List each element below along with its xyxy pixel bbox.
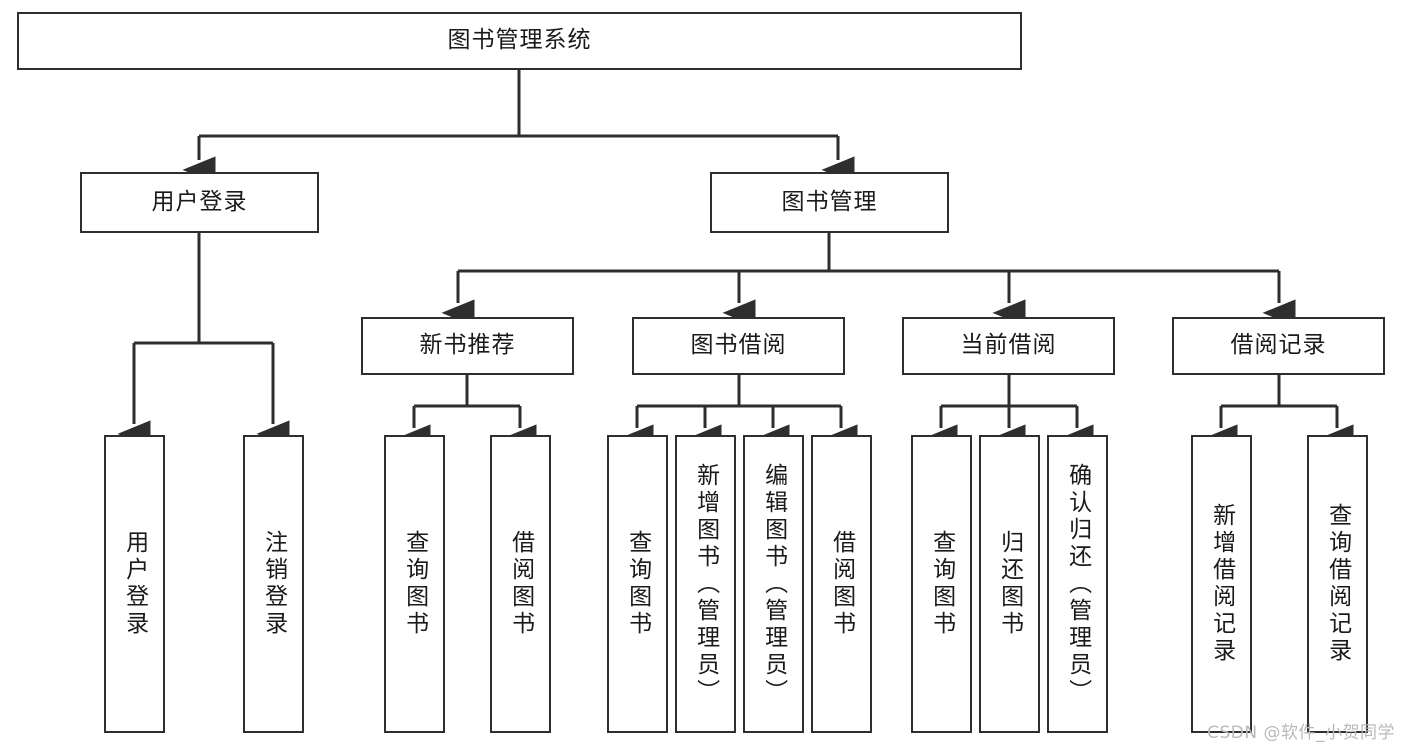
- leaf-current-borrow-query[interactable]: 查询图书: [911, 435, 972, 733]
- leaf-book-borrow-query[interactable]: 查询图书: [607, 435, 668, 733]
- node-label: 图书管理: [781, 188, 878, 215]
- leaf-new-book-borrow[interactable]: 借阅图书: [490, 435, 551, 733]
- node-book-borrow[interactable]: 图书借阅: [632, 317, 845, 375]
- node-label: 借阅记录: [1230, 332, 1327, 359]
- node-label: 图书借阅: [690, 332, 787, 359]
- node-label: 借阅图书: [828, 530, 855, 638]
- node-label: 新增图书（管理员）: [692, 462, 719, 706]
- node-label: 用户登录: [121, 530, 148, 638]
- leaf-current-borrow-return[interactable]: 归还图书: [979, 435, 1040, 733]
- node-label: 新增借阅记录: [1208, 503, 1235, 665]
- node-label: 确认归还（管理员）: [1064, 462, 1091, 706]
- node-label: 图书管理系统: [447, 27, 592, 54]
- leaf-new-book-query[interactable]: 查询图书: [384, 435, 445, 733]
- node-label: 用户登录: [151, 188, 248, 215]
- node-label: 查询借阅记录: [1324, 503, 1351, 665]
- leaf-book-borrow-add[interactable]: 新增图书（管理员）: [675, 435, 736, 733]
- node-label: 查询图书: [401, 530, 428, 638]
- node-label: 新书推荐: [419, 332, 516, 359]
- leaf-user-login-logout[interactable]: 注销登录: [243, 435, 304, 733]
- node-current-borrow[interactable]: 当前借阅: [902, 317, 1115, 375]
- leaf-book-borrow-edit[interactable]: 编辑图书（管理员）: [743, 435, 804, 733]
- node-book-management[interactable]: 图书管理: [710, 172, 949, 233]
- leaf-current-borrow-confirm-return[interactable]: 确认归还（管理员）: [1047, 435, 1108, 733]
- csdn-watermark: CSDN @软件_小贺同学: [1207, 723, 1395, 743]
- node-label: 归还图书: [996, 530, 1023, 638]
- node-root-book-management-system[interactable]: 图书管理系统: [17, 12, 1022, 70]
- node-label: 查询图书: [928, 530, 955, 638]
- node-borrow-record[interactable]: 借阅记录: [1172, 317, 1385, 375]
- leaf-user-login-login[interactable]: 用户登录: [104, 435, 165, 733]
- node-label: 编辑图书（管理员）: [760, 462, 787, 706]
- node-label: 借阅图书: [507, 530, 534, 638]
- node-user-login[interactable]: 用户登录: [80, 172, 319, 233]
- leaf-borrow-record-add[interactable]: 新增借阅记录: [1191, 435, 1252, 733]
- node-new-book-recommend[interactable]: 新书推荐: [361, 317, 574, 375]
- leaf-book-borrow-borrow[interactable]: 借阅图书: [811, 435, 872, 733]
- leaf-borrow-record-query[interactable]: 查询借阅记录: [1307, 435, 1368, 733]
- node-label: 查询图书: [624, 530, 651, 638]
- node-label: 当前借阅: [960, 332, 1057, 359]
- node-label: 注销登录: [260, 530, 287, 638]
